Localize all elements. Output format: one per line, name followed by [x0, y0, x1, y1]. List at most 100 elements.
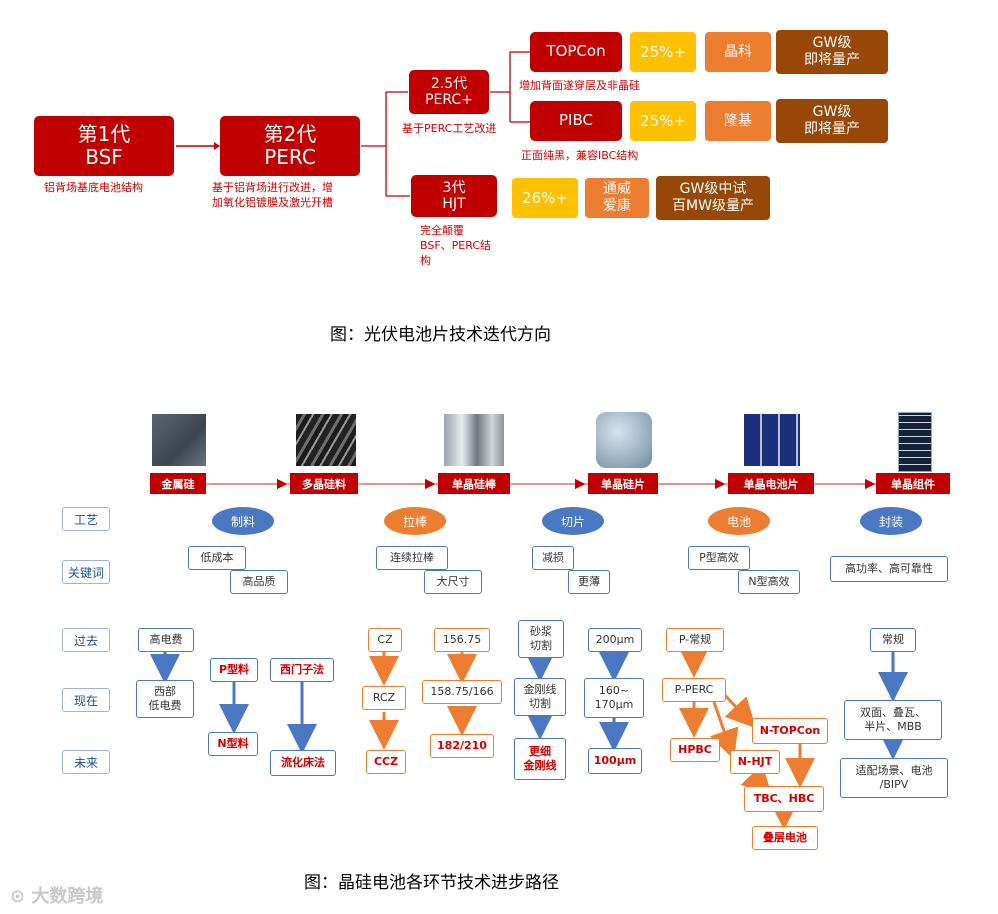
- thickness-200: 200μm: [588, 628, 642, 652]
- stage-ingot: 单晶硅棒: [438, 473, 510, 494]
- row-label-process: 工艺: [62, 507, 110, 531]
- topcon-status-line2: 即将量产: [804, 52, 860, 68]
- process-slicing: 切片: [542, 507, 604, 535]
- hjt-efficiency: 26%+: [512, 178, 578, 218]
- pibc-company: 隆基: [705, 101, 771, 141]
- gen2-title: 第2代: [263, 122, 317, 146]
- gen2-note: 基于铝背场进行改进，增 加氧化铝镀膜及激光开槽: [212, 181, 333, 211]
- gen3-title: 3代: [442, 179, 466, 196]
- pibc-label: PIBC: [559, 111, 593, 130]
- stage-metal-silicon: 金属硅: [150, 473, 206, 494]
- pibc-status: GW级 即将量产: [776, 99, 888, 143]
- gen1-box: 第1代 BSF: [34, 116, 174, 176]
- keyword-loss-reduction: 减损: [532, 546, 574, 570]
- gen1-note: 铝背场基底电池结构: [44, 181, 143, 194]
- process-material: 制料: [212, 507, 274, 535]
- process-packaging: 封装: [860, 507, 922, 535]
- finer-line2: 金刚线: [523, 759, 557, 772]
- pibc-note: 正面纯黑，兼容IBC结构: [521, 149, 639, 162]
- gen2-subtitle: PERC: [264, 145, 316, 169]
- process-pulling: 拉棒: [384, 507, 446, 535]
- present-western-low-electricity: 西部 低电费: [136, 680, 194, 718]
- row-label-present: 现在: [62, 688, 110, 712]
- keyword-n-type: N型高效: [738, 570, 800, 594]
- tandem-cell: 叠层电池: [752, 826, 818, 850]
- hjt-company-line2: 爱康: [603, 198, 631, 214]
- slurry-cutting: 砂浆 切割: [518, 620, 564, 658]
- p-conventional: P-常规: [666, 628, 724, 652]
- bifacial-line2: 半片、MBB: [864, 720, 922, 733]
- gen2-note-line1: 基于铝背场进行改进，增: [212, 181, 333, 194]
- watermark-icon: ⊙: [10, 886, 26, 907]
- watermark-text: 大数跨境: [31, 886, 104, 907]
- topcon-note: 增加背面遂穿层及非晶硅: [519, 79, 640, 92]
- gen3-subtitle: HJT: [442, 196, 466, 212]
- bottom-caption: 图：晶硅电池各环节技术进步路径: [304, 873, 559, 893]
- gen3-note-line1: 完全颠覆: [420, 224, 464, 237]
- gen1-subtitle: BSF: [85, 145, 123, 169]
- hjt-company-line1: 通威: [603, 181, 631, 198]
- keyword-high-quality: 高品质: [230, 570, 288, 594]
- stage-wafer: 单晶硅片: [588, 473, 658, 494]
- stage-polysilicon: 多晶硅料: [290, 473, 358, 494]
- wafer-image: [596, 412, 652, 468]
- gen3-note-line2: BSF、PERC结: [420, 238, 492, 252]
- keyword-thinner: 更薄: [568, 570, 610, 594]
- thickness-160-170: 160~ 170μm: [584, 678, 644, 718]
- ingot-image: [444, 414, 504, 466]
- p-type-material: P型料: [210, 658, 258, 682]
- pibc-status-line2: 即将量产: [804, 121, 860, 137]
- polysilicon-image: [296, 414, 356, 466]
- ccz-method: CCZ: [366, 750, 406, 774]
- tbc-hbc: TBC、HBC: [744, 786, 824, 812]
- hpbc: HPBC: [670, 738, 720, 762]
- watermark-logo: ⊙ 大数跨境: [10, 882, 103, 908]
- diamond-line1: 金刚线: [523, 682, 557, 696]
- rcz-method: RCZ: [362, 686, 406, 710]
- pibc-efficiency: 25%+: [630, 101, 696, 141]
- topcon-status: GW级 即将量产: [776, 30, 888, 74]
- metal-silicon-image: [152, 414, 206, 466]
- gen1-title: 第1代: [77, 122, 131, 146]
- gen25-subtitle: PERC+: [425, 92, 473, 108]
- hjt-status-line1: GW级中试: [679, 181, 747, 198]
- row-label-future: 未来: [62, 750, 110, 774]
- gen2-box: 第2代 PERC: [220, 116, 360, 176]
- gen3-note-line3: 构: [420, 253, 431, 267]
- pibc-box: PIBC: [530, 101, 622, 141]
- module-image: [898, 412, 932, 472]
- conventional-module: 常规: [870, 628, 916, 652]
- gen25-note: 基于PERC工艺改进: [402, 122, 497, 135]
- gen25-box: 2.5代 PERC+: [409, 70, 489, 114]
- adapted-line2: /BIPV: [879, 778, 909, 791]
- bottom-connectors: [150, 478, 950, 830]
- p-perc: P-PERC: [662, 678, 726, 702]
- gen25-title: 2.5代: [430, 75, 468, 92]
- top-caption: 图：光伏电池片技术迭代方向: [330, 325, 551, 345]
- thickness-160-line1: 160~: [598, 683, 630, 697]
- bifacial-shingled: 双面、叠瓦、 半片、MBB: [844, 700, 942, 740]
- hjt-company: 通威 爱康: [585, 178, 649, 218]
- keyword-large-size: 大尺寸: [424, 570, 482, 594]
- hjt-status: GW级中试 百MW级量产: [656, 176, 770, 220]
- size-158-166: 158.75/166: [422, 680, 502, 704]
- keyword-continuous-pulling: 连续拉棒: [376, 546, 448, 570]
- row-label-past: 过去: [62, 628, 110, 652]
- finer-line1: 更细: [529, 744, 551, 758]
- adapted-scenarios: 适配场景、电池 /BIPV: [840, 758, 948, 798]
- present-western-line1: 西部: [154, 684, 176, 698]
- keyword-low-cost: 低成本: [188, 546, 246, 570]
- row-label-keywords: 关键词: [62, 560, 110, 584]
- gen3-box: 3代 HJT: [411, 175, 497, 217]
- keyword-p-type: P型高效: [688, 546, 750, 570]
- n-hjt: N-HJT: [730, 750, 780, 774]
- gen2-note-line2: 加氧化铝镀膜及激光开槽: [212, 195, 333, 209]
- n-type-material: N型料: [208, 732, 258, 756]
- gen3-note: 完全颠覆 BSF、PERC结 构: [420, 224, 491, 269]
- process-cell: 电池: [708, 507, 770, 535]
- present-western-line2: 低电费: [148, 699, 182, 712]
- topcon-label: TOPCon: [546, 42, 606, 61]
- topcon-box: TOPCon: [530, 32, 622, 72]
- pibc-status-line1: GW级: [812, 104, 852, 121]
- cz-method: CZ: [368, 628, 402, 652]
